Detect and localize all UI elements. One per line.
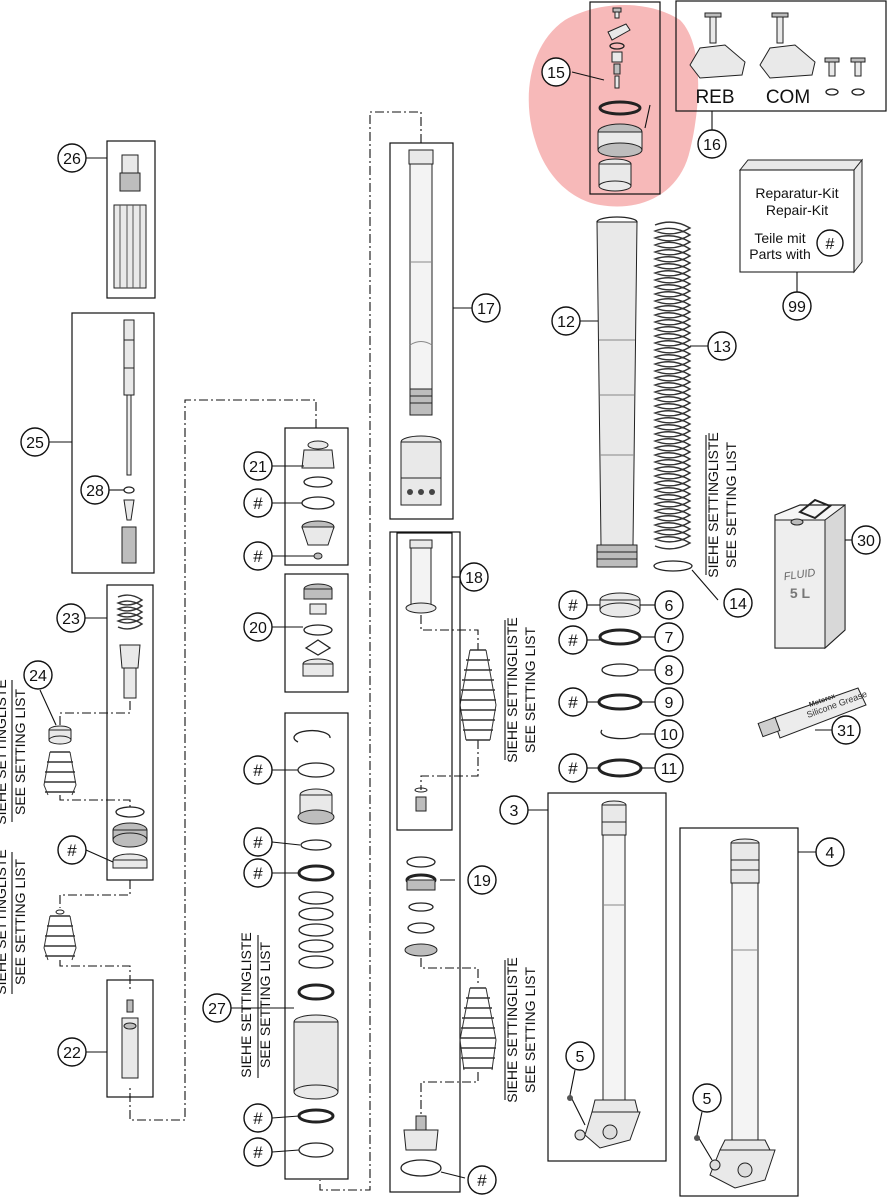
callout-12: 12 (557, 314, 575, 331)
callout-11: 11 (661, 761, 678, 778)
callout-5b: 5 (703, 1091, 712, 1108)
callout-8: 8 (665, 663, 674, 680)
hash-marker-27e: # (253, 1143, 263, 1162)
kit-marker: # (826, 236, 835, 253)
setting-label-de-18: SIEHE SETTINGLISTE (504, 617, 520, 762)
setting-label-en-18: SEE SETTING LIST (522, 627, 538, 753)
hash-marker-9: # (568, 693, 578, 712)
group-22 (86, 979, 154, 1098)
spring-18-cone (459, 649, 497, 741)
fork-leg-4 (679, 827, 816, 1197)
callout-3: 3 (510, 803, 519, 820)
fluid-can-30: FLUID 5 L (774, 498, 852, 650)
fluid-brand: FLUID (783, 567, 816, 583)
callout-10: 10 (660, 727, 678, 744)
group-20 (272, 573, 349, 693)
callout-18: 18 (465, 570, 483, 587)
setting-label-en-22: SEE SETTING LIST (12, 859, 28, 985)
callout-16: 16 (703, 137, 721, 154)
setting-label-de-19: SIEHE SETTINGLISTE (504, 957, 520, 1102)
callout-99: 99 (788, 299, 806, 316)
group-26 (82, 140, 156, 299)
callout-15: 15 (547, 65, 565, 82)
hash-marker-27a: # (253, 761, 263, 780)
callout-22: 22 (63, 1045, 81, 1062)
callouts: 26 25 28 23 24 # 22 21 # # 20 # # # 27 #… (20, 57, 881, 1195)
reb-label: REB (695, 87, 734, 108)
callout-31: 31 (837, 723, 855, 740)
fluid-volume: 5 L (790, 585, 811, 601)
group-16: REB COM (675, 0, 887, 130)
setting-label-de-22: SIEHE SETTINGLISTE (0, 849, 9, 994)
group-15 (571, 1, 661, 195)
callout-6: 6 (665, 598, 674, 615)
kit-parts-en: Parts with (749, 246, 810, 262)
setting-label-de-13: SIEHE SETTINGLISTE (705, 432, 721, 577)
setting-label-en-27: SEE SETTING LIST (257, 942, 273, 1068)
fork-leg-3 (528, 792, 667, 1162)
callout-9: 9 (665, 695, 674, 712)
hash-marker-27c: # (253, 864, 263, 883)
callout-19: 19 (473, 873, 491, 890)
callout-26: 26 (63, 151, 81, 168)
group-19 (389, 531, 479, 1193)
kit-title-de: Reparatur-Kit (755, 185, 838, 201)
hash-marker-27b: # (253, 833, 263, 852)
hash-marker-21a: # (253, 494, 263, 513)
callout-17: 17 (477, 301, 495, 318)
hash-marker-23: # (67, 841, 77, 860)
group-24-left (39, 689, 131, 990)
callout-23: 23 (62, 611, 80, 628)
setting-label-en-13: SEE SETTING LIST (723, 442, 739, 568)
callout-14: 14 (729, 596, 747, 613)
hash-marker-21b: # (253, 547, 263, 566)
callout-20: 20 (249, 620, 267, 637)
group-17 (389, 142, 472, 520)
repair-kit-box: Reparatur-Kit Repair-Kit Teile mit Parts… (738, 158, 864, 292)
group-27 (231, 712, 349, 1180)
callout-30: 30 (857, 533, 875, 550)
hash-marker-6: # (568, 596, 578, 615)
setting-label-en-19: SEE SETTING LIST (522, 967, 538, 1093)
hash-marker-7: # (568, 631, 578, 650)
spring-19-cone (459, 987, 497, 1071)
setting-label-en-24: SEE SETTING LIST (12, 689, 28, 815)
rings-6-11 (587, 592, 655, 778)
callout-28: 28 (86, 483, 104, 500)
kit-parts-de: Teile mit (754, 230, 805, 246)
callout-7: 7 (665, 630, 674, 647)
callout-4: 4 (826, 845, 835, 862)
setting-label-de-24: SIEHE SETTINGLISTE (0, 679, 9, 824)
setting-label-de-27: SIEHE SETTINGLISTE (238, 932, 254, 1077)
com-label: COM (766, 87, 810, 108)
callout-13: 13 (713, 339, 731, 356)
group-18 (396, 532, 479, 831)
hash-marker-19: # (477, 1171, 487, 1190)
callout-24: 24 (29, 668, 47, 685)
highlight-blob (528, 5, 699, 207)
hash-marker-27d: # (253, 1109, 263, 1128)
group-23 (84, 584, 154, 881)
callout-25: 25 (26, 435, 44, 452)
group-25 (45, 312, 155, 574)
outer-tube-12 (580, 216, 638, 568)
hash-marker-11: # (568, 759, 578, 778)
callout-27: 27 (208, 1001, 226, 1018)
callout-21: 21 (249, 459, 267, 476)
callout-5a: 5 (576, 1049, 585, 1066)
spring-13 (652, 221, 719, 601)
group-21 (272, 427, 349, 566)
kit-title-en: Repair-Kit (766, 202, 828, 218)
